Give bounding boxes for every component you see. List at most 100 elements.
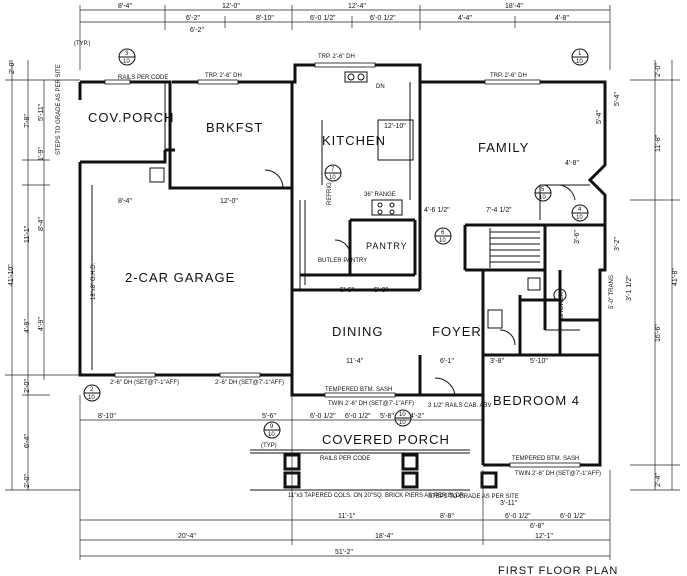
stairs xyxy=(489,228,540,268)
svg-text:4: 4 xyxy=(578,207,582,213)
right-dim-4: 2'-4" xyxy=(655,473,662,487)
bottom-dim-r2-1: 6'-0 1/2" xyxy=(310,413,336,420)
bottom-dim-r1-1: 8'-10" xyxy=(98,413,116,420)
svg-text:10: 10 xyxy=(399,412,406,418)
bottom-dim-r1-3: 5'-8" xyxy=(380,413,394,420)
note-foyer-rails: 3 1/2" RAILS CAB. ABV xyxy=(428,403,492,409)
note-range: 36" RANGE xyxy=(364,192,396,198)
section-marker-7: 7 10 xyxy=(324,164,342,182)
note-shower: SHOWER xyxy=(559,291,565,319)
left-dim-4: 4'-9" xyxy=(24,319,31,333)
left-inner-3: 8'-4" xyxy=(38,217,45,231)
room-labels: COV.PORCH BRKFST KITCHEN FAMILY 2-CAR GA… xyxy=(88,110,579,447)
note-rails-bottom: RAILS PER CODE xyxy=(320,456,370,462)
left-dim-5: 2'-0" xyxy=(24,379,31,393)
note-win-top1: TRP. 2'-6" DH xyxy=(318,54,355,60)
svg-text:9: 9 xyxy=(270,424,274,430)
right-dim-total: 41'-8" xyxy=(672,268,679,286)
left-dim-7: 2'-0" xyxy=(24,474,31,488)
svg-text:10: 10 xyxy=(88,395,95,401)
svg-text:2: 2 xyxy=(90,387,94,393)
left-inner-2: 1'-9" xyxy=(38,147,45,161)
windows xyxy=(104,62,581,468)
note-columns: 11"x3 TAPERED COLS. ON 20"SQ. BRICK PIER… xyxy=(288,493,466,499)
top-dim-1: 8'-4" xyxy=(118,3,132,10)
note-refrig: REFRIG xyxy=(327,182,333,205)
dim-foyer-w: 6'-1" xyxy=(440,358,454,365)
note-win-gar2: 2'-6" DH (SET@7'-1"AFF) xyxy=(215,380,284,386)
top-dim-row2-1: 6'-2" xyxy=(186,15,200,22)
right-dim-2: 11'-8" xyxy=(655,134,662,152)
bottom-dim-r3-3: 6'-0 1/2" xyxy=(505,513,531,520)
room-label-dining: DINING xyxy=(332,324,384,339)
dim-garage-2: 12'-0" xyxy=(220,198,238,205)
svg-text:3: 3 xyxy=(125,51,129,57)
section-marker-1: 1 10 xyxy=(571,48,589,66)
note-win-bed: TWIN 2'-6" DH (SET@7'-1"AFF) xyxy=(515,471,601,477)
bottom-dim-r2-3: 6'-8" xyxy=(530,523,544,530)
section-marker-9: 9 10 xyxy=(263,421,281,439)
top-dim-row2-2: 8'-10" xyxy=(256,15,274,22)
dim-fam-r: 5'-4" xyxy=(596,110,603,124)
top-dim-row2-3: 6'-0 1/2" xyxy=(310,15,336,22)
section-marker-5: 5 10 xyxy=(534,184,552,202)
right-dim-3: 16'-6" xyxy=(655,324,662,342)
right-dim-1: 2'-0" xyxy=(655,63,662,77)
annotations: RAILS PER CODE STEPS TO GRADE AS PER SIT… xyxy=(56,41,615,500)
room-label-family: FAMILY xyxy=(478,140,529,155)
bottom-dimensions: 8'-10" 5'-6" 5'-8" 4'-2" 6'-0 1/2" 6'-0 … xyxy=(79,395,611,560)
plan-title: FIRST FLOOR PLAN xyxy=(498,565,618,576)
bottom-dim-total: 51'-2" xyxy=(335,549,353,556)
svg-text:1: 1 xyxy=(578,51,582,57)
top-dim-2: 12'-0" xyxy=(222,3,240,10)
top-dim-row2-4: 6'-0 1/2" xyxy=(370,15,396,22)
section-marker-6: 6 10 xyxy=(434,227,452,245)
note-rails-top: RAILS PER CODE xyxy=(118,75,168,81)
dim-brk: 6'-2" xyxy=(190,27,204,34)
note-steps-bottom: STEPS TO GRADE AS PER SITE xyxy=(428,494,519,500)
right-dimensions: 2'-0" 11'-8" 16'-6" 2'-4" 41'-8" 5'-4" 3… xyxy=(614,60,680,491)
left-dim-3: 11'-1" xyxy=(24,225,31,243)
note-tempered-bed: TEMPERED BTM. SASH xyxy=(512,456,579,462)
bottom-dim-r2-2: 6'-0 1/2" xyxy=(345,413,371,420)
note-win-fam: TRP. 2'-6" DH xyxy=(490,73,527,79)
bottom-dim-r4-2: 18'-4" xyxy=(375,533,393,540)
bottom-dim-r4-3: 12'-1" xyxy=(535,533,553,540)
svg-text:10: 10 xyxy=(539,195,546,201)
bottom-dim-r3-4: 6'-0 1/2" xyxy=(560,513,586,520)
section-marker-4: 4 10 xyxy=(571,204,589,222)
note-win-brk: TRP. 2'-6" DH xyxy=(205,73,242,79)
svg-text:10: 10 xyxy=(576,59,583,65)
left-inner-4: 4'-9" xyxy=(38,317,45,331)
bottom-dim-r1-4: 4'-2" xyxy=(410,413,424,420)
dim-butler: 5'-8" xyxy=(374,287,388,294)
bottom-dim-r3-2: 8'-8" xyxy=(440,513,454,520)
section-marker-10: 10 10 xyxy=(394,409,412,427)
note-win-gar1: 2'-6" DH (SET@7'-1"AFF) xyxy=(110,380,179,386)
dim-hall: 4'-6 1/2" xyxy=(424,207,450,214)
svg-text:10: 10 xyxy=(576,215,583,221)
dim-fam-h: 4'-8" xyxy=(565,160,579,167)
note-garage-door: 18"x8" O.H.D. xyxy=(91,262,97,300)
dim-stair: 3'-6" xyxy=(574,230,581,244)
note-trans-bed: 5'-0" TRANS xyxy=(609,275,615,309)
right-inner-2: 3'-2" xyxy=(614,237,621,251)
right-inner-1: 5'-4" xyxy=(614,92,621,106)
note-tempered-dining: TEMPERED BTM. SASH xyxy=(325,387,392,393)
top-dim-row2-5: 4'-4" xyxy=(458,15,472,22)
svg-text:6: 6 xyxy=(441,230,445,236)
svg-text:10: 10 xyxy=(268,432,275,438)
bottom-dim-r4-1: 20'-4" xyxy=(178,533,196,540)
bottom-dim-r2-4: 3'-11" xyxy=(500,500,518,507)
fixtures xyxy=(149,71,580,331)
right-inner-3: 3'-1 1/2" xyxy=(626,275,633,301)
top-dim-4: 18'-4" xyxy=(505,3,523,10)
left-dim-1: 2'-0" xyxy=(9,60,16,74)
dim-dining-w: 11'-4" xyxy=(346,358,364,365)
room-label-foyer: FOYER xyxy=(432,324,482,339)
room-label-kitchen: KITCHEN xyxy=(322,133,386,148)
note-dn: DN xyxy=(376,84,385,90)
interior-walls xyxy=(91,82,605,395)
note-win-din: TWIN 2'-6" DH (SET@7'-1"AFF) xyxy=(328,401,414,407)
